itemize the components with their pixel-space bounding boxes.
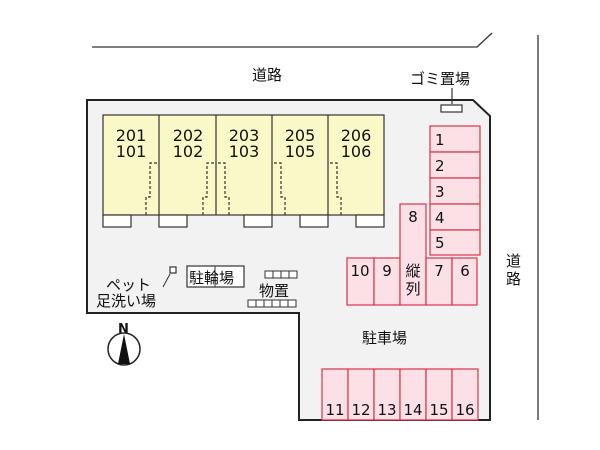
unit-lower: 106 [341, 142, 372, 161]
storage-sheds [247, 270, 298, 308]
parking-column: 1 2 3 4 5 [429, 125, 481, 256]
road-top-edge [92, 32, 493, 48]
parking-row-bottom: 11 12 13 14 15 16 [321, 368, 479, 421]
parking-space-number: 5 [435, 234, 445, 252]
unit-upper: 202 [173, 126, 204, 145]
parking-space-number: 9 [382, 262, 392, 280]
parking-space-number: 13 [377, 401, 396, 419]
road-top-label: 道路 [252, 66, 282, 84]
unit-upper: 205 [285, 126, 316, 145]
unit-lower: 105 [285, 142, 316, 161]
parking-space-number: 4 [435, 209, 445, 227]
pet-wash-label-1: ペット [106, 276, 151, 294]
parking-space-number: 6 [460, 262, 470, 280]
unit-lower: 102 [173, 142, 204, 161]
parking-label: 駐車場 [362, 329, 407, 347]
svg-text:N: N [118, 322, 129, 337]
parking-space-number: 12 [351, 401, 370, 419]
tandem-label-1: 縦 [405, 262, 420, 280]
parking-space-number: 1 [435, 131, 445, 149]
road-right-label-2: 路 [506, 270, 521, 288]
parking-space-number: 16 [455, 401, 474, 419]
garbage-area [440, 104, 463, 113]
north-compass-icon: N [107, 322, 141, 366]
parking-space-number: 3 [435, 183, 445, 201]
tandem-label-2: 列 [405, 280, 420, 298]
garbage-label: ゴミ置場 [410, 70, 470, 88]
parking-space-number: 14 [403, 401, 422, 419]
road-right-label-1: 道 [506, 252, 521, 270]
parking-space-number: 7 [434, 262, 444, 280]
unit-upper: 203 [229, 126, 260, 145]
parking-space-number: 11 [325, 401, 344, 419]
unit-lower: 101 [116, 142, 147, 161]
parking-space-number: 2 [435, 157, 445, 175]
parking-space-number: 10 [350, 262, 369, 280]
pet-wash-marker [169, 266, 177, 274]
parking-row-middle: 10 9 8 縦 列 7 6 [346, 203, 478, 306]
parking-space-number: 8 [408, 208, 418, 226]
unit-upper: 206 [341, 126, 372, 145]
unit-lower: 103 [229, 142, 260, 161]
unit-upper: 201 [116, 126, 147, 145]
unit-labels: 201 101 202 102 203 103 205 105 206 106 [116, 126, 372, 161]
pet-wash-label-2: 足洗い場 [96, 292, 156, 310]
parking-space-number: 15 [429, 401, 448, 419]
storage-label: 物置 [259, 282, 289, 300]
bicycle-parking-label: 駐輪場 [189, 269, 234, 287]
apartment-building [102, 114, 385, 228]
